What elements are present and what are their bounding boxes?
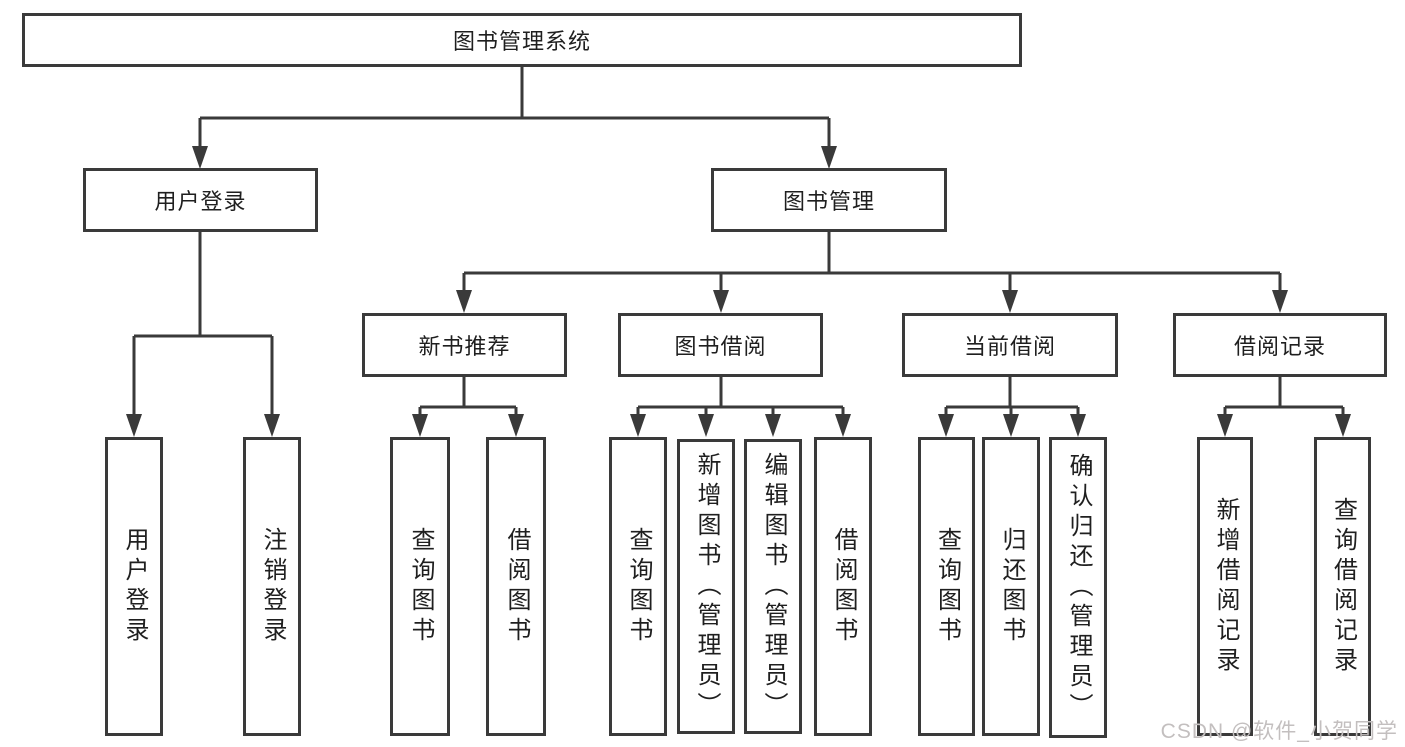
leaf-newbook-borrow-label: 借阅图书 bbox=[503, 526, 530, 647]
arrowhead bbox=[821, 146, 837, 169]
connector-record-leaves bbox=[1223, 377, 1345, 416]
arrowhead bbox=[938, 414, 954, 437]
connector-root-level2 bbox=[198, 67, 831, 148]
arrowhead bbox=[1002, 290, 1018, 313]
leaf-current-query: 查询图书 bbox=[918, 437, 975, 736]
leaf-logout: 注销登录 bbox=[243, 437, 301, 736]
leaf-record-query-label: 查询借阅记录 bbox=[1329, 496, 1357, 677]
leaf-logout-label: 注销登录 bbox=[259, 526, 286, 647]
leaf-borrow-add-admin-label: 新增图书（管理员） bbox=[693, 451, 720, 722]
node-book-borrowing-label: 图书借阅 bbox=[674, 334, 767, 359]
arrowhead bbox=[765, 414, 781, 437]
arrowhead bbox=[1003, 414, 1019, 437]
leaf-record-query: 查询借阅记录 bbox=[1314, 437, 1371, 736]
arrowhead bbox=[412, 414, 428, 437]
leaf-record-add: 新增借阅记录 bbox=[1197, 437, 1253, 736]
arrowhead bbox=[835, 414, 851, 437]
leaf-borrow-edit-admin-label: 编辑图书（管理员） bbox=[760, 451, 787, 722]
connector-newbook-leaves bbox=[418, 377, 518, 416]
leaf-current-confirm-admin-label: 确认归还（管理员） bbox=[1065, 452, 1092, 723]
connector-bookmgmt-level3 bbox=[462, 232, 1282, 292]
leaf-borrow-borrow-label: 借阅图书 bbox=[830, 526, 857, 647]
connector-user-leaves bbox=[132, 232, 274, 416]
node-user-login-label: 用户登录 bbox=[154, 189, 247, 214]
node-borrowing-records: 借阅记录 bbox=[1173, 313, 1387, 377]
watermark: CSDN @软件_小贺同学 bbox=[1160, 720, 1398, 743]
leaf-borrow-edit-admin: 编辑图书（管理员） bbox=[744, 439, 802, 734]
node-book-management-label: 图书管理 bbox=[782, 189, 875, 214]
leaf-current-return-label: 归还图书 bbox=[998, 526, 1025, 647]
arrowhead bbox=[1272, 290, 1288, 313]
leaf-borrow-borrow: 借阅图书 bbox=[814, 437, 872, 736]
leaf-newbook-query: 查询图书 bbox=[390, 437, 450, 736]
leaf-borrow-query: 查询图书 bbox=[609, 437, 667, 736]
node-root: 图书管理系统 bbox=[22, 13, 1022, 67]
node-new-book-recommend-label: 新书推荐 bbox=[418, 334, 511, 359]
leaf-current-return: 归还图书 bbox=[982, 437, 1040, 736]
arrowhead bbox=[508, 414, 524, 437]
node-user-login: 用户登录 bbox=[83, 168, 318, 232]
arrowhead bbox=[192, 146, 208, 169]
node-current-borrowing: 当前借阅 bbox=[902, 313, 1118, 377]
connector-current-leaves bbox=[944, 377, 1080, 416]
leaf-current-confirm-admin: 确认归还（管理员） bbox=[1049, 437, 1107, 738]
arrowhead bbox=[1070, 414, 1086, 437]
leaf-record-add-label: 新增借阅记录 bbox=[1212, 496, 1239, 677]
leaf-user-login: 用户登录 bbox=[105, 437, 163, 736]
arrowhead bbox=[126, 414, 142, 437]
leaf-borrow-add-admin: 新增图书（管理员） bbox=[677, 439, 735, 734]
leaf-current-query-label: 查询图书 bbox=[933, 526, 961, 647]
node-root-label: 图书管理系统 bbox=[452, 29, 591, 54]
leaf-borrow-query-label: 查询图书 bbox=[625, 526, 652, 647]
leaf-newbook-borrow: 借阅图书 bbox=[486, 437, 546, 736]
arrowhead bbox=[456, 290, 472, 313]
connector-borrow-leaves bbox=[636, 377, 845, 416]
leaf-newbook-query-label: 查询图书 bbox=[407, 526, 434, 647]
node-new-book-recommend: 新书推荐 bbox=[362, 313, 567, 377]
node-book-management: 图书管理 bbox=[711, 168, 947, 232]
arrowhead bbox=[713, 290, 729, 313]
arrowhead bbox=[1335, 414, 1351, 437]
arrowhead bbox=[630, 414, 646, 437]
arrowhead bbox=[264, 414, 280, 437]
arrowhead bbox=[698, 414, 714, 437]
node-borrowing-records-label: 借阅记录 bbox=[1233, 334, 1326, 359]
arrowhead bbox=[1217, 414, 1233, 437]
leaf-user-login-label: 用户登录 bbox=[121, 526, 148, 647]
node-book-borrowing: 图书借阅 bbox=[618, 313, 823, 377]
node-current-borrowing-label: 当前借阅 bbox=[963, 334, 1056, 359]
